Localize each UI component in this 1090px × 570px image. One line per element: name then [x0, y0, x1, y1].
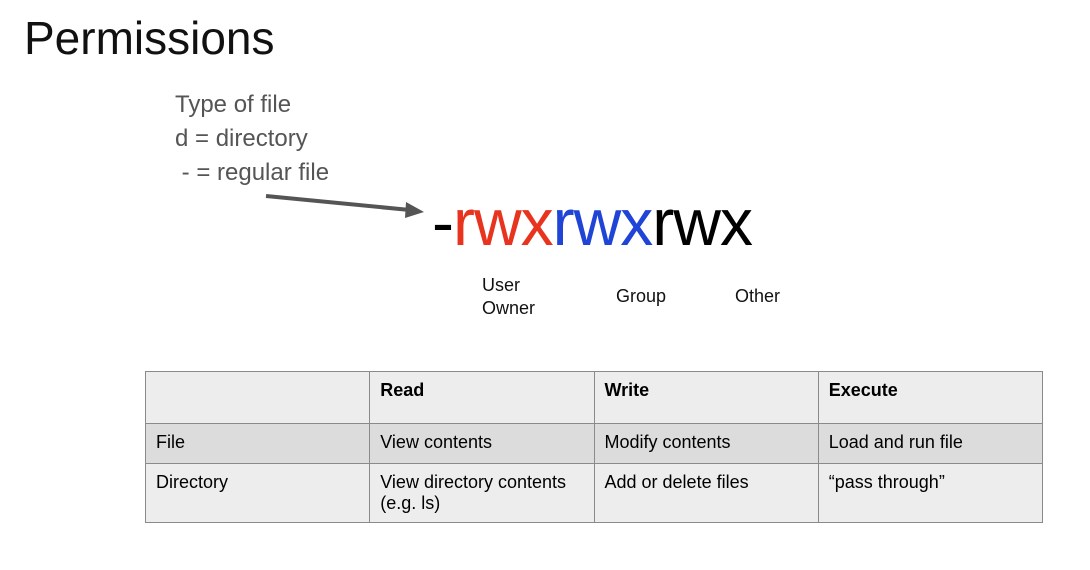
user-label-line: User	[482, 275, 521, 295]
file-type-char: -	[432, 185, 454, 259]
file-type-heading: Type of file	[175, 91, 292, 118]
table-cell: Add or delete files	[593, 463, 819, 523]
other-permissions: rwx	[652, 185, 753, 259]
file-type-note: Type of file d = directory - = regular f…	[175, 88, 329, 190]
table-cell: View contents	[369, 423, 595, 464]
table-header-cell: Execute	[817, 371, 1044, 424]
table-header-cell	[144, 371, 371, 424]
table-cell: File	[144, 423, 371, 464]
table-cell: Directory	[144, 463, 371, 523]
directory-type-line: d = directory	[175, 125, 308, 152]
regular-file-type-line: - = regular file	[175, 159, 330, 186]
owner-label-line: Owner	[482, 298, 536, 318]
user-permissions: rwx	[452, 185, 554, 259]
permissions-table: Read Write Execute File View contents Mo…	[144, 371, 1044, 523]
table-cell: “pass through”	[817, 463, 1044, 523]
group-permissions: rwx	[552, 185, 654, 259]
user-owner-label: User Owner	[482, 274, 535, 320]
table-header-row: Read Write Execute	[144, 371, 1044, 424]
table-cell: View directory contents (e.g. ls)	[369, 463, 595, 523]
table-cell: Modify contents	[593, 423, 819, 464]
arrow-icon	[265, 194, 424, 218]
table-header-cell: Write	[593, 371, 819, 424]
group-label: Group	[616, 286, 667, 306]
table-row: Directory View directory contents (e.g. …	[144, 463, 1044, 523]
page-title: Permissions	[24, 12, 275, 64]
table-cell: Load and run file	[817, 423, 1044, 464]
permission-string: -rwxrwxrwx	[432, 184, 753, 260]
table-header-cell: Read	[369, 371, 595, 424]
table-row: File View contents Modify contents Load …	[144, 423, 1044, 464]
other-label: Other	[735, 286, 781, 306]
